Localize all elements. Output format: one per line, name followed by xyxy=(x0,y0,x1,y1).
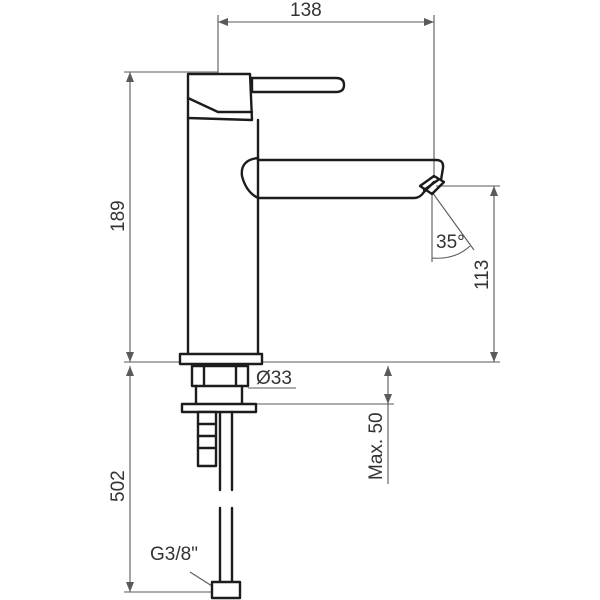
dim-hose-thread: G3/8" xyxy=(150,544,198,565)
dim-max-deck-thickness: Max. 50 xyxy=(366,412,387,480)
faucet-body xyxy=(178,72,446,366)
spout xyxy=(240,156,445,200)
dim-top-width: 138 xyxy=(290,0,322,21)
base-ring xyxy=(178,352,264,366)
main-column xyxy=(186,116,260,356)
hose-fitting xyxy=(196,410,218,468)
cartridge-cap xyxy=(186,72,254,122)
hose-end-nut xyxy=(210,580,242,600)
lever-handle xyxy=(250,76,346,94)
dim-hose-length: 502 xyxy=(108,470,129,502)
dim-spout-height: 113 xyxy=(472,260,493,290)
flexible-hose xyxy=(218,410,234,584)
dim-base-diameter: Ø33 xyxy=(256,368,292,389)
aerator-icon xyxy=(418,174,446,196)
dim-overall-height: 189 xyxy=(108,200,129,232)
fixing-plate xyxy=(180,402,258,414)
mounting-nut xyxy=(190,364,250,388)
dim-spout-angle: 35° xyxy=(436,232,465,253)
underdeck-fittings xyxy=(180,364,258,600)
dimension-lines xyxy=(124,15,500,593)
